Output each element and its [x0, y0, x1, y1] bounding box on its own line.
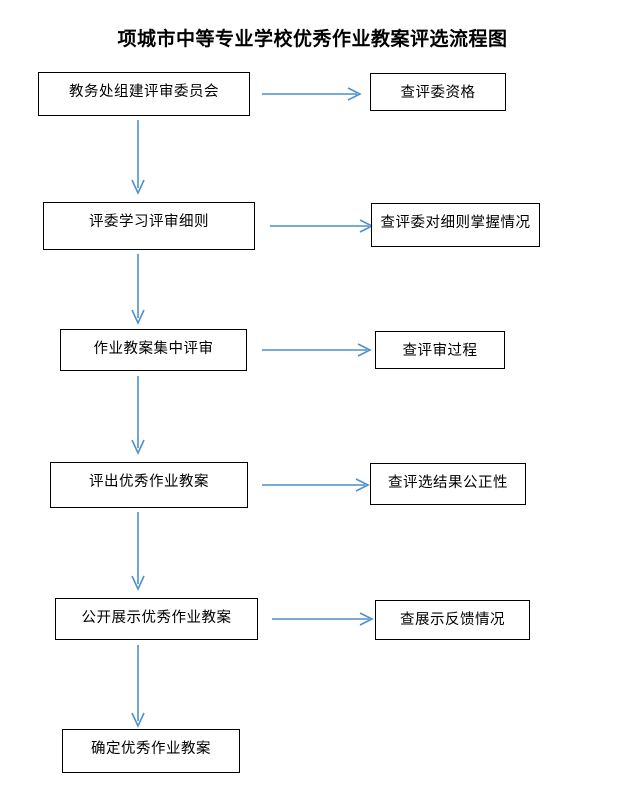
arrow-step-5-to-check-5	[272, 611, 378, 627]
process-node-step-4[interactable]: 评出优秀作业教案	[50, 462, 248, 508]
process-node-step-6[interactable]: 确定优秀作业教案	[62, 729, 240, 773]
check-node-label: 查评委对细则掌握情况	[380, 215, 531, 231]
check-node-step-5[interactable]: 查展示反馈情况	[375, 600, 530, 640]
arrow-step-2-to-step-3	[129, 254, 147, 326]
check-node-label: 查评选结果公正性	[388, 475, 508, 491]
arrow-step-2-to-check-2	[270, 218, 378, 234]
process-node-label: 确定优秀作业教案	[91, 741, 211, 757]
check-node-step-3[interactable]: 查评审过程	[375, 331, 505, 369]
process-node-step-5[interactable]: 公开展示优秀作业教案	[55, 598, 258, 640]
check-node-step-2[interactable]: 查评委对细则掌握情况	[371, 203, 540, 247]
process-node-step-1[interactable]: 教务处组建评审委员会	[38, 72, 250, 116]
arrow-step-1-to-check-1	[262, 86, 366, 102]
process-node-step-3[interactable]: 作业教案集中评审	[60, 329, 247, 371]
arrow-step-3-to-check-3	[262, 342, 376, 358]
check-node-label: 查评委资格	[400, 85, 476, 101]
process-node-label: 教务处组建评审委员会	[69, 84, 219, 100]
process-node-step-2[interactable]: 评委学习评审细则	[43, 202, 255, 250]
check-node-step-1[interactable]: 查评委资格	[370, 73, 506, 111]
arrow-step-3-to-step-4	[129, 376, 147, 456]
check-node-label: 查展示反馈情况	[400, 612, 505, 628]
arrow-step-5-to-step-6	[129, 645, 147, 729]
process-node-label: 评委学习评审细则	[89, 214, 209, 230]
check-node-label: 查评审过程	[402, 343, 478, 359]
process-node-label: 公开展示优秀作业教案	[81, 610, 232, 626]
process-node-label: 评出优秀作业教案	[89, 474, 209, 490]
arrow-step-4-to-step-5	[129, 512, 147, 592]
arrow-step-4-to-check-4	[262, 477, 374, 493]
process-node-label: 作业教案集中评审	[93, 341, 214, 357]
page-title: 项城市中等专业学校优秀作业教案评选流程图	[117, 29, 508, 50]
check-node-step-4[interactable]: 查评选结果公正性	[370, 463, 526, 505]
arrow-step-1-to-step-2	[129, 120, 147, 196]
